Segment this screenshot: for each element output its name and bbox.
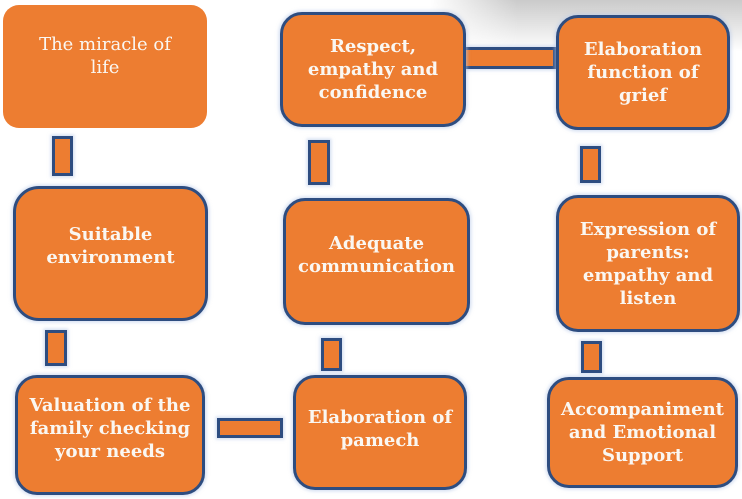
node-elaboration-pamech: Elaboration of pamech bbox=[293, 375, 467, 490]
node-accompaniment-support: Accompaniment and Emotional Support bbox=[547, 377, 738, 488]
connector-horizontal-1 bbox=[463, 47, 556, 69]
connector-vertical-6 bbox=[581, 341, 602, 373]
connector-vertical-3 bbox=[308, 140, 330, 185]
node-elaboration-grief: Elaboration function of grief bbox=[556, 15, 730, 130]
node-expression-parents: Expression of parents: empathy and liste… bbox=[556, 195, 740, 332]
node-adequate-communication: Adequate communication bbox=[283, 198, 470, 325]
connector-horizontal-2 bbox=[217, 418, 283, 438]
connector-vertical-4 bbox=[321, 338, 342, 371]
connector-vertical-5 bbox=[580, 146, 601, 183]
node-suitable-environment: Suitable environment bbox=[13, 186, 208, 321]
connector-vertical-2 bbox=[45, 330, 67, 366]
node-respect-empathy: Respect, empathy and confidence bbox=[280, 12, 466, 127]
node-miracle-of-life: The miracle of life bbox=[3, 5, 207, 128]
connector-vertical-1 bbox=[52, 136, 73, 176]
node-valuation-family: Valuation of the family checking your ne… bbox=[15, 375, 205, 495]
